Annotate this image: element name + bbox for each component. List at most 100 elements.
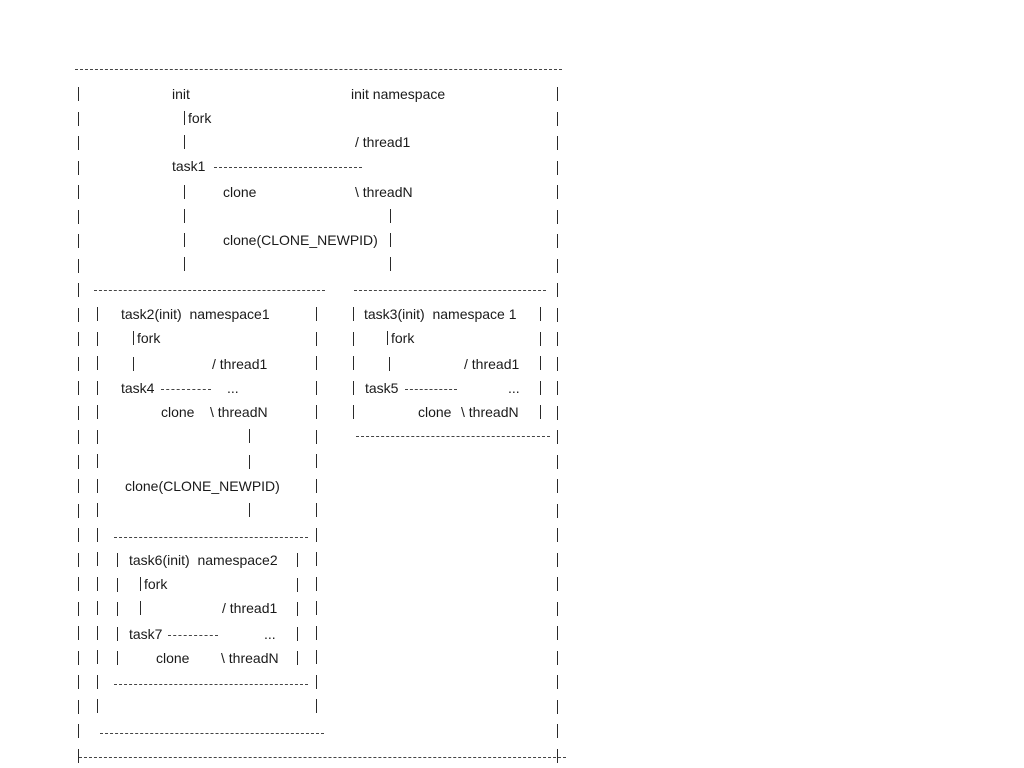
ns1-left-left-border bbox=[97, 577, 98, 591]
outer-right-border bbox=[557, 651, 558, 665]
outer-left-border bbox=[78, 724, 79, 738]
outer-right-border bbox=[557, 308, 558, 322]
ns1-left-left-border bbox=[97, 503, 98, 517]
init-label: init bbox=[172, 86, 190, 102]
outer-right-border bbox=[557, 724, 558, 738]
ns1-right-fork: fork bbox=[391, 330, 415, 346]
connector-pipe bbox=[140, 577, 141, 591]
outer-right-border bbox=[557, 455, 558, 469]
ns2-clone: clone bbox=[156, 650, 190, 666]
outer-left-border bbox=[78, 332, 79, 346]
ns1-right-right-border bbox=[540, 332, 541, 346]
outer-left-border bbox=[78, 504, 79, 518]
outer-top-border bbox=[75, 69, 562, 70]
connector-pipe bbox=[184, 257, 185, 271]
outer-right-border bbox=[557, 136, 558, 150]
outer-left-border bbox=[78, 210, 79, 224]
clone-newpid-label: clone(CLONE_NEWPID) bbox=[223, 232, 378, 248]
ns1-left-top-border bbox=[94, 290, 325, 291]
outer-right-border bbox=[557, 112, 558, 126]
ns2-left-border bbox=[117, 627, 118, 641]
ns1-right-bottom-border bbox=[356, 436, 550, 437]
ns2-task-line bbox=[168, 635, 218, 636]
ns1-right-threadN: \ threadN bbox=[461, 404, 519, 420]
ns1-left-fork: fork bbox=[137, 330, 161, 346]
connector-pipe bbox=[390, 209, 391, 223]
outer-left-border bbox=[78, 430, 79, 444]
ns1-left-task: task4 bbox=[121, 380, 155, 396]
connector-pipe bbox=[184, 135, 185, 149]
task1-label: task1 bbox=[172, 158, 206, 174]
ns1-left-left-border bbox=[97, 356, 98, 370]
ns1-left-right-border bbox=[316, 601, 317, 615]
outer-left-border bbox=[78, 406, 79, 420]
outer-left-border bbox=[78, 577, 79, 591]
ns1-left-right-border bbox=[316, 528, 317, 542]
init-namespace-label: init namespace bbox=[351, 86, 446, 102]
outer-right-border bbox=[557, 357, 558, 371]
outer-left-border bbox=[78, 112, 79, 126]
outer-left-border bbox=[78, 283, 79, 297]
ns2-bottom-border bbox=[114, 684, 308, 685]
ns1-left-right-border bbox=[316, 552, 317, 566]
ns2-right-border bbox=[297, 602, 298, 616]
ns1-left-ellipsis: ... bbox=[227, 380, 239, 396]
ns1-left-left-border bbox=[97, 332, 98, 346]
ns1-left-right-border bbox=[316, 577, 317, 591]
threadN-label: \ threadN bbox=[355, 184, 413, 200]
ns1-left-right-border bbox=[316, 454, 317, 468]
ns1-left-thread1: / thread1 bbox=[212, 356, 268, 372]
ns2-left-border bbox=[117, 578, 118, 592]
ns1-left-right-border bbox=[316, 675, 317, 689]
connector-pipe bbox=[184, 185, 185, 199]
outer-right-border bbox=[557, 430, 558, 444]
ns1-left-right-border bbox=[316, 307, 317, 321]
ns2-fork: fork bbox=[144, 576, 168, 592]
ns1-left-right-border bbox=[316, 626, 317, 640]
ns1-left-left-border bbox=[97, 430, 98, 444]
ns1-left-threadN: \ threadN bbox=[210, 404, 268, 420]
outer-left-border bbox=[78, 185, 79, 199]
outer-right-border bbox=[557, 675, 558, 689]
ns1-right-left-border bbox=[353, 356, 354, 370]
outer-right-border bbox=[557, 406, 558, 420]
ns1-left-left-border bbox=[97, 528, 98, 542]
outer-right-border bbox=[557, 577, 558, 591]
ns1-right-left-border bbox=[353, 405, 354, 419]
ns1-left-right-border bbox=[316, 381, 317, 395]
ns1-right-top-border bbox=[354, 290, 546, 291]
ns1-left-left-border bbox=[97, 552, 98, 566]
ns2-top-border bbox=[114, 537, 308, 538]
ns1-left-right-border bbox=[316, 430, 317, 444]
ns2-threadN: \ threadN bbox=[221, 650, 279, 666]
outer-left-border bbox=[78, 675, 79, 689]
outer-right-border bbox=[557, 700, 558, 714]
task1-thread-line bbox=[214, 167, 362, 168]
ns2-left-border bbox=[117, 651, 118, 665]
outer-right-border bbox=[557, 504, 558, 518]
ns2-left-border bbox=[117, 602, 118, 616]
outer-right-border bbox=[557, 332, 558, 346]
connector-pipe bbox=[390, 257, 391, 271]
ns1-right-left-border bbox=[353, 381, 354, 395]
ns1-right-right-border bbox=[540, 381, 541, 395]
outer-right-border bbox=[557, 602, 558, 616]
outer-left-border bbox=[78, 553, 79, 567]
ns1-right-task: task5 bbox=[365, 380, 399, 396]
fork-pipe bbox=[184, 111, 185, 125]
ns1-left-task-line bbox=[161, 389, 211, 390]
ns1-left-clone-newpid: clone(CLONE_NEWPID) bbox=[125, 478, 280, 494]
ns1-right-clone: clone bbox=[418, 404, 452, 420]
outer-right-border bbox=[557, 283, 558, 297]
ns2-right-border bbox=[297, 651, 298, 665]
outer-left-border bbox=[78, 479, 79, 493]
outer-left-border bbox=[78, 455, 79, 469]
connector-pipe bbox=[249, 455, 250, 469]
ns2-right-border bbox=[297, 627, 298, 641]
outer-right-border bbox=[557, 87, 558, 101]
ns1-right-thread1: / thread1 bbox=[464, 356, 520, 372]
thread1-label: / thread1 bbox=[355, 134, 411, 150]
outer-left-border bbox=[78, 136, 79, 150]
ns1-right-right-border bbox=[540, 307, 541, 321]
outer-left-border bbox=[78, 357, 79, 371]
